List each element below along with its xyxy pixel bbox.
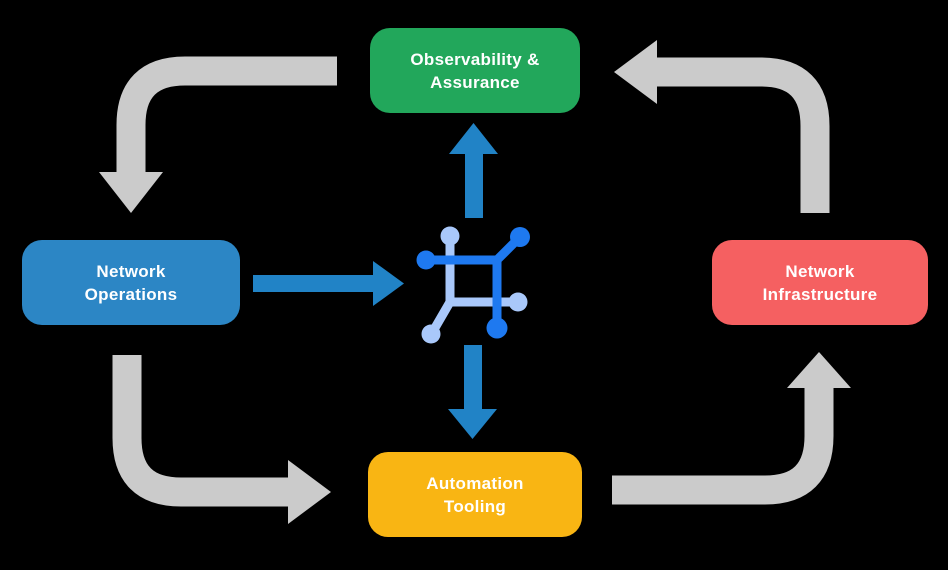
arrow-center-to-automation bbox=[448, 345, 497, 439]
node-label-line: Operations bbox=[84, 284, 178, 304]
arrow-center-to-observability bbox=[449, 123, 498, 218]
node-label-line: Infrastructure bbox=[762, 284, 878, 304]
node-label-line: Automation bbox=[426, 473, 524, 493]
node-network-infrastructure: Network Infrastructure bbox=[712, 240, 928, 325]
node-label-line: Tooling bbox=[443, 496, 507, 516]
curved-arrow-infrastructure-to-observability bbox=[614, 40, 830, 213]
arrow-operations-to-center bbox=[253, 261, 404, 306]
node-network-operations: Network Operations bbox=[22, 240, 240, 325]
curved-arrow-automation-to-infrastructure bbox=[612, 352, 851, 505]
node-label-line: Network bbox=[785, 261, 855, 281]
node-observability-assurance: Observability & Assurance bbox=[370, 28, 580, 113]
network-fabric-icon bbox=[416, 226, 530, 344]
node-label-line: Network bbox=[96, 261, 166, 281]
node-label-line: Assurance bbox=[430, 72, 520, 92]
node-automation-tooling: Automation Tooling bbox=[368, 452, 582, 537]
network-icon-dark-strokes bbox=[416, 227, 530, 339]
node-label-line: Observability & bbox=[410, 49, 540, 69]
curved-arrow-observability-to-operations bbox=[99, 56, 337, 213]
curved-arrow-operations-to-automation bbox=[112, 355, 331, 524]
